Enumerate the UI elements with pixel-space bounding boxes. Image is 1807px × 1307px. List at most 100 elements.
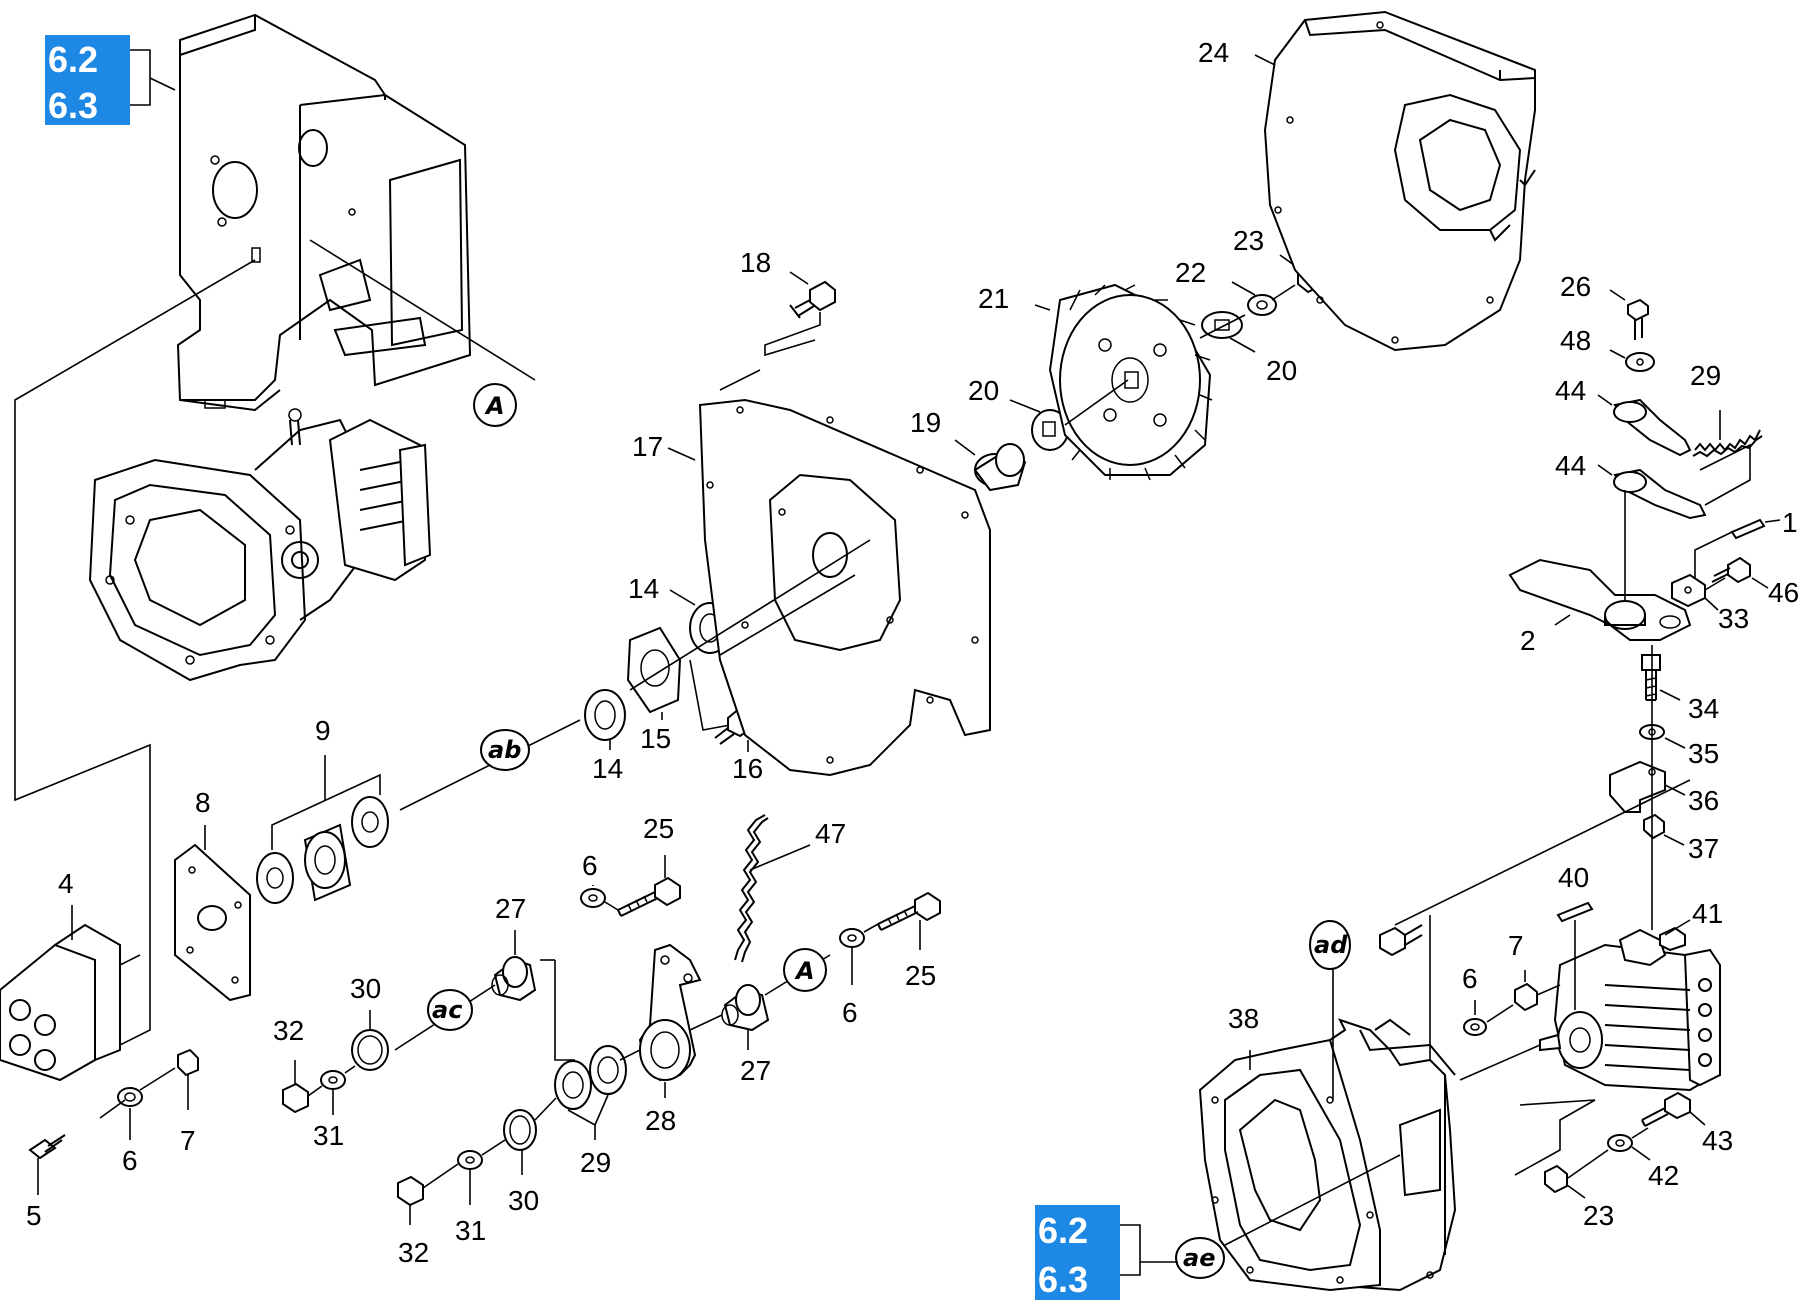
part-label-6-mid-right: 6 bbox=[842, 997, 858, 1028]
washer-31-upper bbox=[320, 1070, 346, 1090]
hydraulic-motor bbox=[0, 923, 141, 1082]
part-label-26: 26 bbox=[1560, 271, 1591, 302]
spring-47 bbox=[734, 814, 769, 963]
part-label-31-lower: 31 bbox=[455, 1215, 486, 1246]
part-label-36: 36 bbox=[1688, 785, 1719, 816]
part-label-4: 4 bbox=[58, 868, 74, 899]
part-label-30-upper: 30 bbox=[350, 973, 381, 1004]
part-label-33: 33 bbox=[1718, 603, 1749, 634]
ref-tag-ae: ae bbox=[1175, 1154, 1401, 1279]
part-label-5: 5 bbox=[26, 1200, 42, 1231]
bushing-27-left bbox=[491, 956, 537, 1002]
svg-text:ae: ae bbox=[1183, 1244, 1215, 1272]
part-label-23-upper: 23 bbox=[1233, 225, 1264, 256]
screw-46 bbox=[1711, 556, 1751, 584]
part-label-29-lower: 29 bbox=[580, 1147, 611, 1178]
part-label-41: 41 bbox=[1692, 898, 1723, 929]
part-label-43: 43 bbox=[1702, 1125, 1733, 1156]
part-label-7-right: 7 bbox=[1508, 930, 1524, 961]
section-badge-bottom-right-line-2[interactable]: 6.3 bbox=[1038, 1259, 1088, 1300]
locknut-15 bbox=[626, 626, 682, 714]
part-label-2: 2 bbox=[1520, 625, 1536, 656]
key-40 bbox=[1556, 901, 1594, 923]
part-label-32-upper: 32 bbox=[273, 1015, 304, 1046]
washer-6-right bbox=[1463, 1018, 1487, 1036]
section-badge-top-left-line-2[interactable]: 6.3 bbox=[48, 85, 98, 126]
part-label-47: 47 bbox=[815, 818, 846, 849]
part-label-28: 28 bbox=[645, 1105, 676, 1136]
washer-6-mid-right bbox=[839, 928, 865, 948]
part-label-14-lower: 14 bbox=[592, 753, 623, 784]
part-label-31-upper: 31 bbox=[313, 1120, 344, 1151]
part-label-9: 9 bbox=[315, 715, 331, 746]
fan-cover-24 bbox=[1263, 10, 1536, 352]
nut-37 bbox=[1643, 813, 1665, 840]
part-label-29-upper: 29 bbox=[1690, 360, 1721, 391]
part-label-17: 17 bbox=[632, 431, 663, 462]
ref-tag-ab: ab bbox=[399, 719, 581, 811]
part-label-24: 24 bbox=[1198, 37, 1229, 68]
bearings-29-lower bbox=[554, 1045, 627, 1110]
ref-tag-a-lower: A bbox=[764, 948, 831, 996]
hub-19 bbox=[973, 443, 1027, 492]
ref-tag-ad: ad bbox=[1309, 920, 1351, 1100]
part-label-7-left: 7 bbox=[180, 1125, 196, 1156]
part-label-40: 40 bbox=[1558, 862, 1589, 893]
leader-bracket-to-motor bbox=[14, 259, 256, 1061]
ref-tag-ac: ac bbox=[394, 984, 496, 1051]
part-label-38: 38 bbox=[1228, 1003, 1259, 1034]
section-badge-bottom-right-line-1[interactable]: 6.2 bbox=[1038, 1210, 1088, 1251]
lever-2 bbox=[1508, 558, 1692, 641]
part-label-30-lower: 30 bbox=[508, 1185, 539, 1216]
part-label-35: 35 bbox=[1688, 738, 1719, 769]
part-label-25-right: 25 bbox=[905, 960, 936, 991]
fan-housing-plate-17 bbox=[698, 398, 991, 777]
part-label-20-lower: 20 bbox=[968, 375, 999, 406]
bolt-25-left bbox=[617, 876, 681, 917]
part-label-15: 15 bbox=[640, 723, 671, 754]
screw-18 bbox=[789, 280, 836, 319]
part-label-34: 34 bbox=[1688, 693, 1719, 724]
bolt-5 bbox=[28, 1134, 66, 1160]
bolt-43 bbox=[1641, 1091, 1691, 1127]
section-badge-top-left[interactable]: 6.2 6.3 bbox=[45, 35, 176, 126]
ref-tag-a-upper: A bbox=[309, 239, 536, 427]
bolt-25-right bbox=[877, 891, 941, 931]
svg-text:ad: ad bbox=[1314, 931, 1348, 959]
screw-adapter bbox=[1379, 924, 1423, 957]
coupling-plate-8 bbox=[174, 843, 251, 1002]
part-label-18: 18 bbox=[740, 247, 771, 278]
section-badge-top-left-line-1[interactable]: 6.2 bbox=[48, 39, 98, 80]
part-label-27-left: 27 bbox=[495, 893, 526, 924]
svg-text:A: A bbox=[794, 957, 815, 985]
adapter-plate-38 bbox=[1198, 1018, 1457, 1292]
part-label-1: 1 bbox=[1782, 507, 1798, 538]
part-label-42: 42 bbox=[1648, 1160, 1679, 1191]
tension-arm-28 bbox=[638, 943, 702, 1082]
part-label-19: 19 bbox=[910, 407, 941, 438]
svg-text:ab: ab bbox=[488, 736, 521, 764]
washer-42 bbox=[1607, 1134, 1633, 1152]
nut-32-upper bbox=[282, 1082, 309, 1114]
bushing-27-right bbox=[721, 984, 770, 1032]
clamp-36 bbox=[1609, 760, 1666, 813]
part-label-44-upper: 44 bbox=[1555, 375, 1586, 406]
part-label-27-right: 27 bbox=[740, 1055, 771, 1086]
part-label-44-lower: 44 bbox=[1555, 450, 1586, 481]
spring-29-upper bbox=[1692, 429, 1763, 458]
washer-31-lower bbox=[457, 1150, 483, 1170]
nut-7-right bbox=[1514, 982, 1538, 1012]
pump-41 bbox=[1539, 926, 1721, 1092]
part-label-8: 8 bbox=[195, 787, 211, 818]
section-badge-bottom-right[interactable]: 6.2 6.3 bbox=[1035, 1205, 1178, 1300]
nut-23-lower bbox=[1544, 1164, 1568, 1194]
part-label-23-lower: 23 bbox=[1583, 1200, 1614, 1231]
part-label-32-lower: 32 bbox=[398, 1237, 429, 1268]
bracket-33 bbox=[1671, 573, 1706, 608]
part-label-48: 48 bbox=[1560, 325, 1591, 356]
svg-text:A: A bbox=[484, 392, 505, 420]
coupling-9 bbox=[256, 796, 389, 904]
bearing-14-lower bbox=[584, 689, 626, 741]
part-label-16: 16 bbox=[732, 753, 763, 784]
washer-22 bbox=[1247, 294, 1277, 316]
